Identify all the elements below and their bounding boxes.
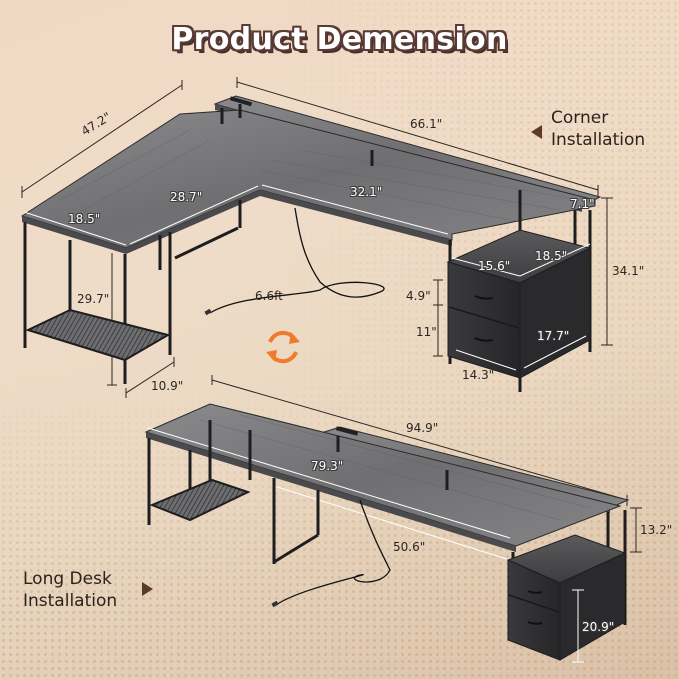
dim-overall-length: 94.9" [406,421,439,435]
dim-cabinet-top-depth: 18.5" [535,249,568,263]
dim-shelf-depth: 7.1" [570,197,595,211]
dim-cabinet-width: 14.3" [462,368,495,382]
dim-under-desk-span: 50.6" [393,540,426,554]
corner-installation-caption: Corner Installation [551,107,645,151]
long-desk-installation-caption: Long Desk Installation [23,568,117,612]
arrow-left-icon [531,125,542,139]
dim-drawer-top-height: 4.9" [406,289,431,303]
long-desk-caption-line1: Long Desk [23,569,112,589]
corner-caption-line2: Installation [551,130,646,150]
page-title: Product Demension [171,22,508,57]
corner-caption-line1: Corner [551,108,609,128]
dim-drawer-bottom-height: 11" [416,325,437,339]
dim-desk-height: 29.7" [77,292,110,306]
dim-side-shelf-depth: 10.9" [151,379,184,393]
dim-main-inner-length: 32.1" [350,185,383,199]
dim-power-cord-length: 6.6ft [255,289,283,303]
dim-overall-width: 66.1" [410,117,443,131]
dim-side-desk-depth: 18.5" [68,212,101,226]
dim-cabinet-depth: 17.7" [537,329,570,343]
corner-desk [20,77,613,398]
dim-riser-height: 13.2" [640,523,673,537]
arrow-right-icon [142,582,153,596]
dim-cabinet-height: 20.9" [582,620,615,634]
dim-desktop-length: 79.3" [311,459,344,473]
long-desk-caption-line2: Installation [23,591,118,611]
dim-cabinet-top-width: 15.6" [478,259,511,273]
dim-side-inner-length: 28.7" [170,190,203,204]
long-desk [144,375,642,663]
rotate-arrows-icon [266,330,300,364]
dim-total-height: 34.1" [612,264,645,278]
